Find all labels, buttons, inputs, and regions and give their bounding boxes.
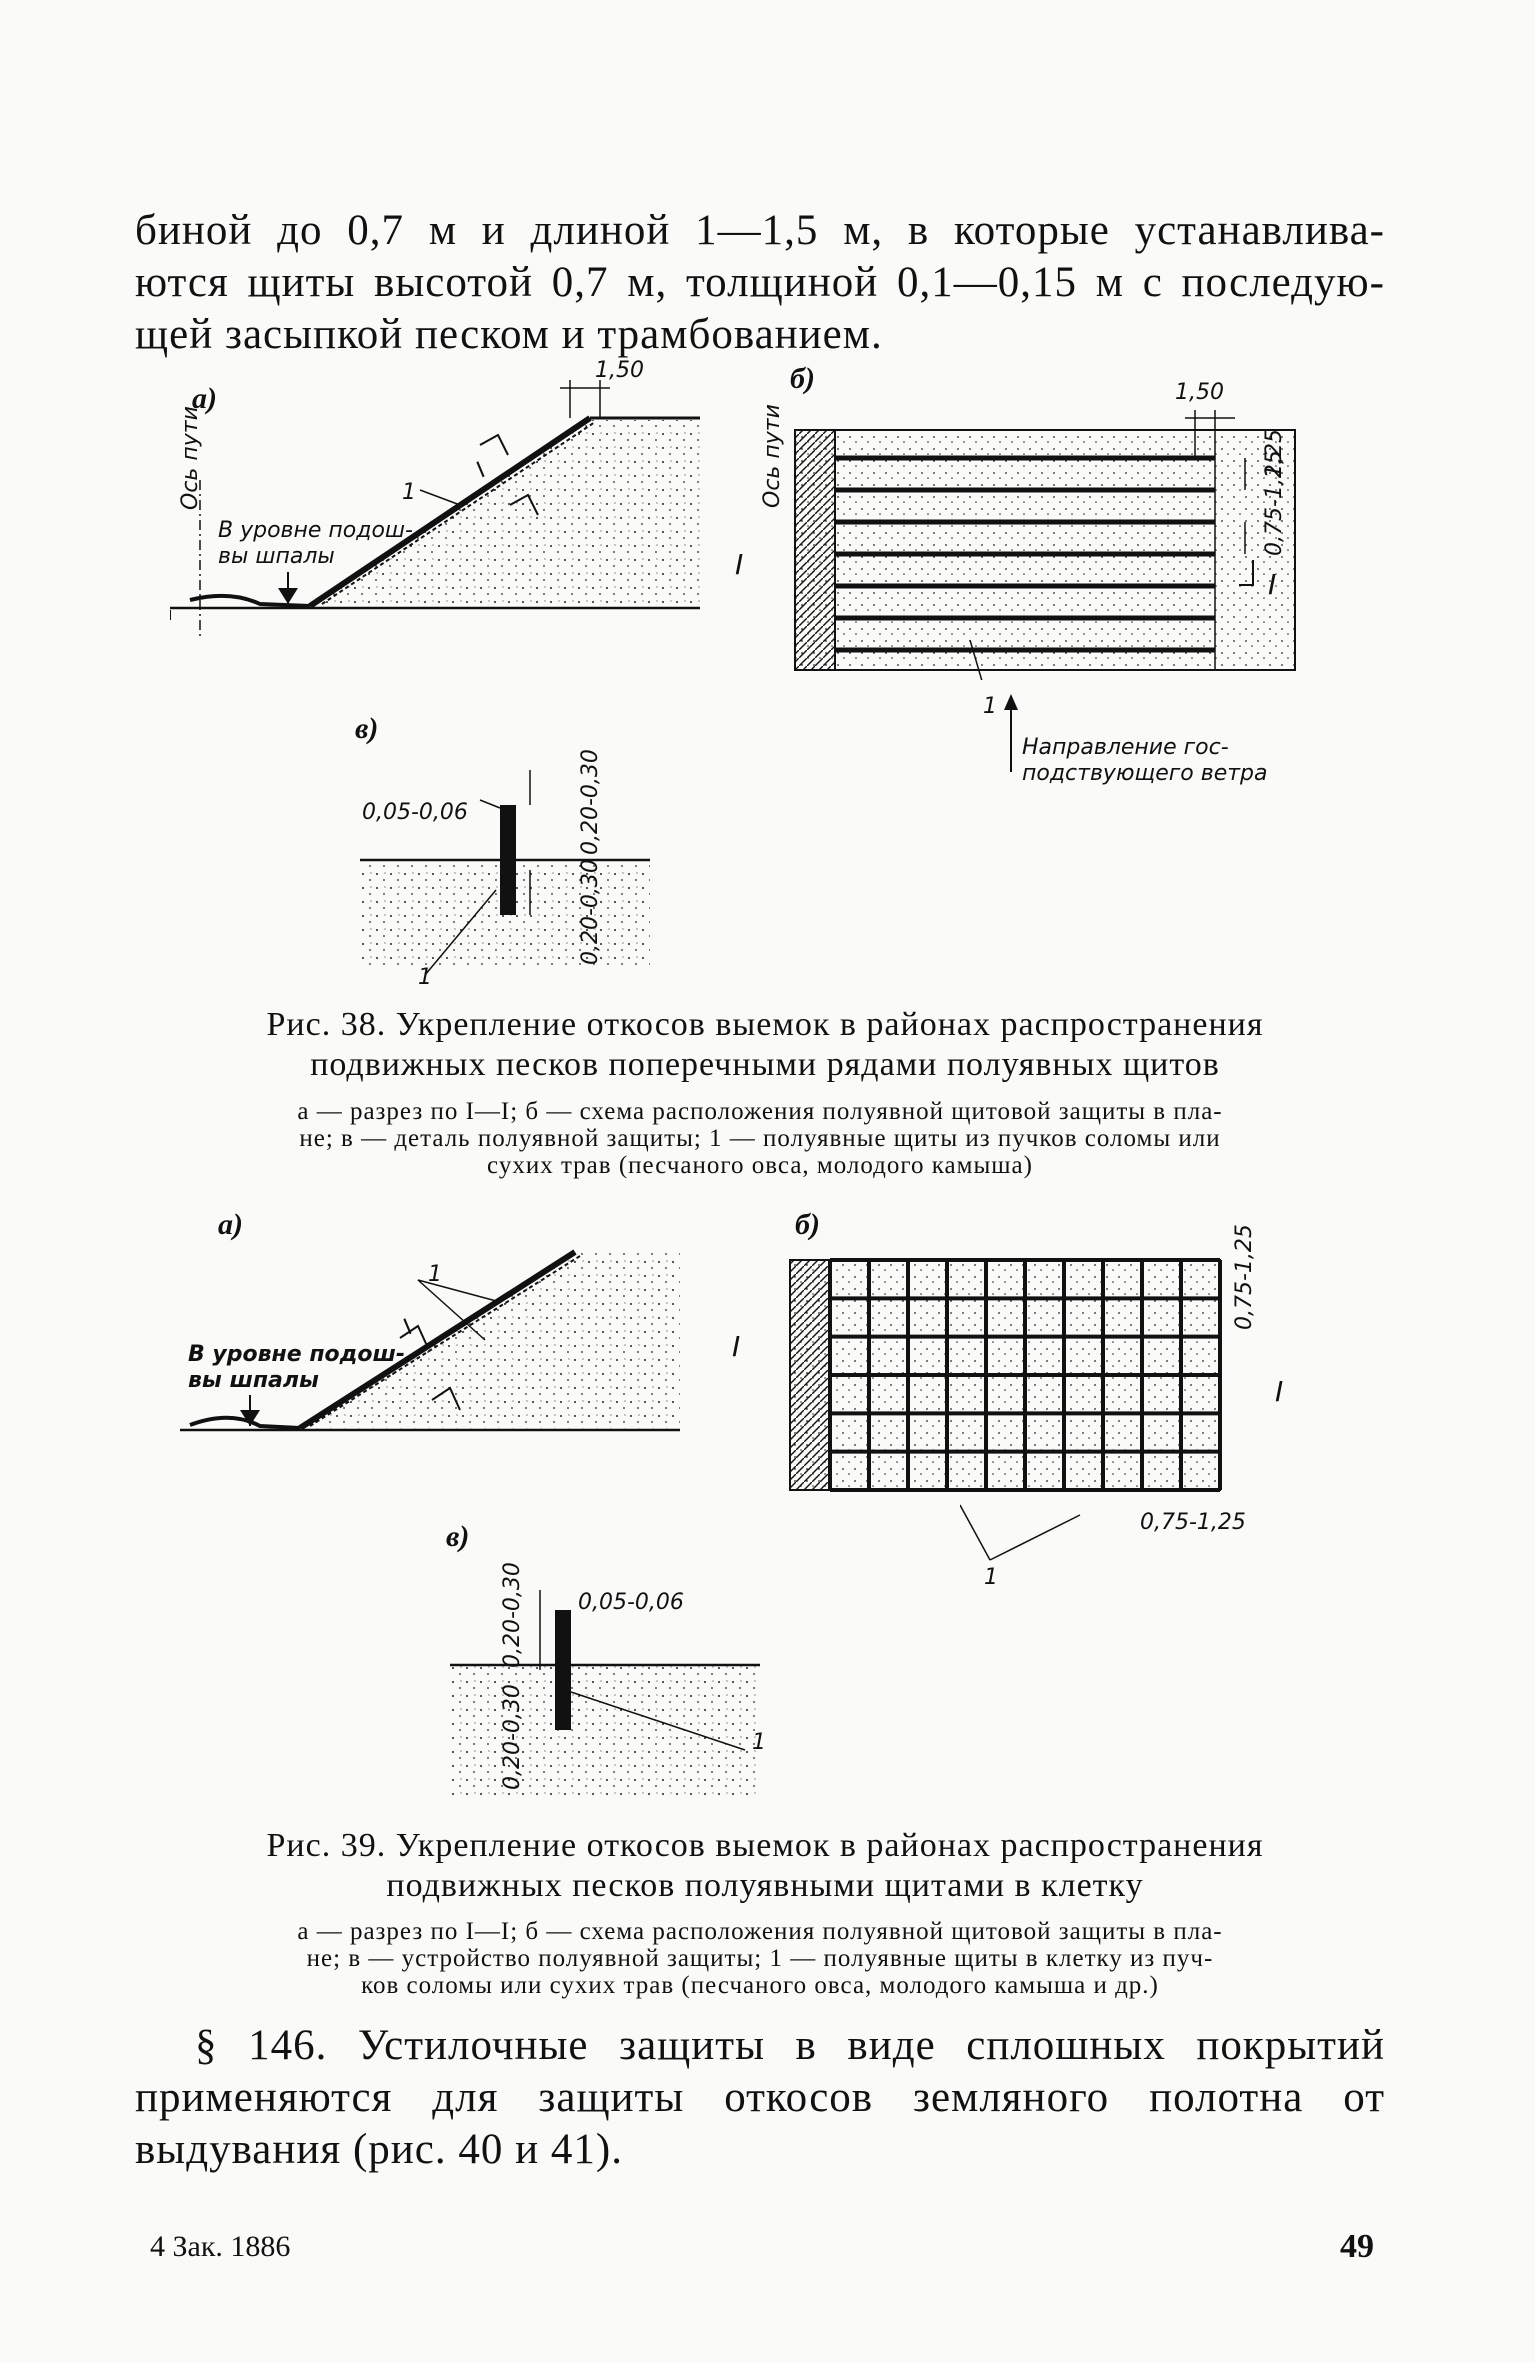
note-line: вы шпалы xyxy=(218,544,335,569)
fig38-caption: Рис. 38. Укрепление откосов выемок в рай… xyxy=(190,1005,1340,1085)
fig39-b-dim-right: 0,75-1,25 xyxy=(1232,1224,1257,1330)
fig38-label-a: а) xyxy=(192,382,217,415)
page-number: 49 xyxy=(1340,2228,1374,2265)
note-line: ков соломы или сухих трав (песчаного овс… xyxy=(361,1972,1159,1999)
footer-order-number: 4 Зак. 1886 xyxy=(150,2230,291,2263)
paragraph-line: применяются для защиты откосов земляного… xyxy=(135,2074,1385,2121)
wind-arrow-head-icon xyxy=(1004,694,1018,710)
section-146-paragraph: § 146. Устилочные защиты в виде сплошных… xyxy=(135,2020,1385,2176)
fig39-v-dim-bottom: 0,20-0,30 xyxy=(500,1684,525,1790)
fig39-caption-note: а — разрез по I—I; б — схема расположени… xyxy=(200,1918,1320,1999)
fig38-a-marker-1: 1 xyxy=(402,480,416,505)
fig39-a-marker-1: 1 xyxy=(428,1262,442,1287)
note-line: В уровне подош- xyxy=(188,1342,406,1367)
paragraph-line: выдувания (рис. 40 и 41). xyxy=(135,2126,623,2173)
fig38-v-marker-1: 1 xyxy=(418,965,432,990)
fig39-caption: Рис. 39. Укрепление откосов выемок в рай… xyxy=(190,1826,1340,1906)
note-line: Направление гос- xyxy=(1022,735,1229,760)
caption-line: подвижных песков поперечными рядами полу… xyxy=(310,1046,1220,1083)
fig39-label-a: а) xyxy=(218,1208,243,1241)
note-line: сухих трав (песчаного овса, молодого кам… xyxy=(487,1152,1033,1179)
fig38-label-b: б) xyxy=(790,362,815,395)
fig39-v-dim-thickness: 0,05-0,06 xyxy=(578,1590,684,1615)
fig39-b-marker-1: 1 xyxy=(984,1565,998,1590)
fig38-b-dim-top: 1,50 xyxy=(1175,380,1224,405)
fig39-v-marker-1: 1 xyxy=(752,1730,766,1755)
fig39-b-plan-drawing xyxy=(789,1258,1222,1492)
paragraph-line: § 146. Устилочные защиты в виде сплошных… xyxy=(195,2022,1385,2069)
paragraph-line: биной до 0,7 м и длиной 1—1,5 м, в котор… xyxy=(135,207,1385,254)
fig39-b-section-mark-right: I xyxy=(1275,1375,1284,1408)
fig38-v-dim-top: 0,20-0,30 xyxy=(578,749,603,855)
fig39-b-leader-lines xyxy=(960,1504,1081,1561)
paragraph-line: ются щиты высотой 0,7 м, толщиной 0,1—0,… xyxy=(135,259,1385,306)
fig38-a-dim-top: 1,50 xyxy=(595,358,644,383)
fig38-v-dim-thickness: 0,05-0,06 xyxy=(362,800,468,825)
caption-line: Рис. 39. Укрепление откосов выемок в рай… xyxy=(266,1827,1264,1864)
fig39-label-b: б) xyxy=(795,1208,820,1241)
note-line: не; в — устройство полуявной защиты; 1 —… xyxy=(306,1945,1214,1972)
fig38-b-section-mark-right: I xyxy=(1268,568,1277,601)
note-line: В уровне подош- xyxy=(218,518,413,543)
caption-line: подвижных песков полуявными щитами в кле… xyxy=(386,1867,1144,1904)
fig39-b-section-mark-left: I xyxy=(732,1330,741,1363)
fig38-v-dim-bottom: 0,20-0,30 xyxy=(578,859,603,965)
top-paragraph: биной до 0,7 м и длиной 1—1,5 м, в котор… xyxy=(135,205,1385,361)
fig39-a-section-drawing xyxy=(180,1249,680,1432)
fig38-b-marker-1: 1 xyxy=(983,694,997,719)
fig39-v-dim-top: 0,20-0,30 xyxy=(500,1562,525,1668)
fig38-b-wind-note: Направление гос- подствующего ветра xyxy=(1022,735,1268,787)
fig38-a-section-drawing xyxy=(170,380,700,640)
fig38-a-axis-label: Ось пути xyxy=(178,406,203,510)
fig38-caption-note: а — разрез по I—I; б — схема расположени… xyxy=(200,1098,1320,1179)
fig39-a-note: В уровне подош- вы шпалы xyxy=(188,1342,405,1394)
fig38-v-detail-drawing xyxy=(360,770,650,976)
fig39-v-detail-drawing xyxy=(450,1590,760,1795)
paragraph-line: щей засыпкой песком и трамбованием. xyxy=(135,311,883,358)
note-line: а — разрез по I—I; б — схема расположени… xyxy=(297,1098,1223,1125)
fig38-a-note: В уровне подош- вы шпалы xyxy=(218,518,413,570)
fig38-b-axis-label: Ось пути xyxy=(760,404,785,508)
fig38-label-v: в) xyxy=(355,712,379,745)
fig38-b-section-mark-left: I xyxy=(735,548,744,581)
fig38-b-plan-drawing xyxy=(794,410,1296,680)
fig39-b-dim-bottom: 0,75-1,25 xyxy=(1140,1510,1246,1535)
fig38-b-dim-right2: 0,75-1,25 xyxy=(1262,450,1287,556)
fig39-label-v: в) xyxy=(446,1520,470,1553)
note-line: а — разрез по I—I; б — схема расположени… xyxy=(297,1918,1223,1945)
caption-line: Рис. 38. Укрепление откосов выемок в рай… xyxy=(266,1006,1264,1043)
note-line: подствующего ветра xyxy=(1022,761,1268,786)
note-line: не; в — деталь полуявной защиты; 1 — пол… xyxy=(299,1125,1221,1152)
note-line: вы шпалы xyxy=(188,1368,319,1393)
wind-direction-arrow xyxy=(1010,702,1012,772)
